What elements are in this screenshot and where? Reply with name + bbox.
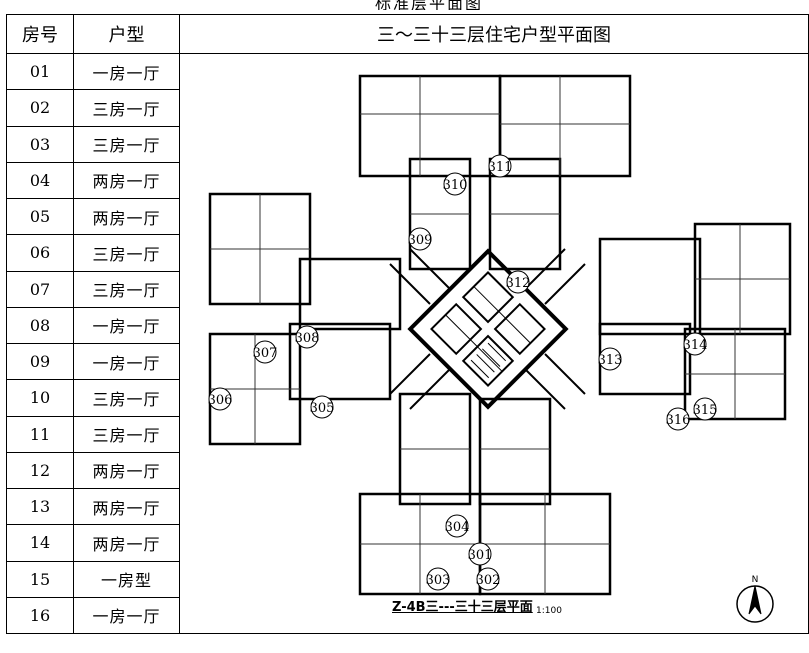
unit-type-cell: 三房一厅 [73, 125, 180, 163]
svg-text:310: 310 [443, 178, 468, 193]
floor-plan-svg: 301 302 303 304 305 306 307 308 309 310 … [208, 74, 792, 623]
svg-text:306: 306 [208, 393, 233, 408]
elevator-shaft [461, 271, 515, 324]
room-number-cell: 09 [6, 342, 74, 381]
room-number-cell: 07 [6, 270, 74, 308]
room-number-cell: 16 [6, 596, 74, 635]
room-number-cell: 05 [6, 197, 74, 236]
unit-type-cell: 一房一厅 [73, 306, 180, 345]
elevator-shaft [493, 302, 546, 356]
unit-type-cell: 一房一厅 [73, 596, 180, 635]
room-number-cell: 03 [6, 125, 74, 163]
room-number-cell: 01 [6, 52, 74, 91]
room-number-cell: 04 [6, 161, 74, 200]
room-number-cell: 11 [6, 415, 74, 453]
svg-text:316: 316 [666, 413, 691, 428]
unit-bubble: 302 [476, 567, 501, 591]
svg-text:302: 302 [476, 573, 501, 588]
unit-bubble: 314 [683, 332, 708, 356]
unit-bubble: 304 [445, 514, 470, 538]
svg-text:308: 308 [295, 331, 320, 346]
unit-type-cell: 两房一厅 [73, 524, 180, 562]
svg-text:301: 301 [468, 548, 493, 563]
unit-bubble: 312 [506, 270, 531, 294]
table-row: 01 一房一厅 [6, 52, 809, 634]
room-number-cell: 08 [6, 306, 74, 345]
svg-text:313: 313 [598, 353, 623, 368]
svg-text:304: 304 [445, 520, 470, 535]
unit-bubble: 315 [693, 397, 718, 421]
unit-bubble: 310 [443, 172, 468, 196]
unit-type-cell: 三房一厅 [73, 89, 180, 127]
unit-type-cell: 两房一厅 [73, 197, 180, 236]
unit-bubble: 307 [253, 340, 278, 364]
elevator-shaft [430, 302, 483, 356]
stair-core [461, 334, 515, 387]
header-room-number: 房号 [6, 14, 74, 54]
unit-type-cell: 一房一厅 [73, 52, 180, 91]
unit-bubble: 308 [295, 325, 320, 349]
unit-type-cell: 一房一厅 [73, 342, 180, 381]
svg-text:305: 305 [310, 401, 335, 416]
unit-bubble: 306 [208, 387, 233, 411]
plan-caption: Z-4B三---三十三层平面 [392, 600, 533, 615]
unit-bubble: 309 [408, 227, 433, 251]
unit-type-cell: 三房一厅 [73, 379, 180, 417]
plan-scale: 1:100 [536, 606, 562, 616]
svg-text:309: 309 [408, 233, 433, 248]
floor-plan-drawing: 301 302 303 304 305 306 307 308 309 310 … [180, 54, 807, 633]
room-number-cell: 15 [6, 560, 74, 598]
top-heading-fragment: 标准层平面图 [375, 0, 484, 10]
svg-text:312: 312 [506, 276, 531, 291]
svg-text:314: 314 [683, 338, 708, 353]
unit-type-cell: 三房一厅 [73, 415, 180, 453]
header-floor-plan: 三～三十三层住宅户型平面图 [179, 14, 809, 54]
unit-type-cell: 三房一厅 [73, 234, 180, 272]
room-number-cell: 06 [6, 234, 74, 272]
unit-bubble: 303 [426, 567, 451, 591]
table-header-row: 房号 户型 三～三十三层住宅户型平面图 [6, 14, 809, 54]
header-unit-type: 户型 [73, 14, 180, 54]
unit-type-cell: 两房一厅 [73, 451, 180, 490]
svg-text:307: 307 [253, 346, 278, 361]
unit-type-cell: 三房一厅 [73, 270, 180, 308]
room-number-cell: 13 [6, 487, 74, 526]
room-number-cell: 02 [6, 89, 74, 127]
unit-type-cell: 两房一厅 [73, 161, 180, 200]
svg-text:311: 311 [488, 160, 513, 175]
unit-type-table: 房号 户型 三～三十三层住宅户型平面图 01 一房一厅 [6, 14, 809, 635]
room-number-cell: 10 [6, 379, 74, 417]
floor-plan-cell: 301 302 303 304 305 306 307 308 309 310 … [179, 53, 809, 634]
svg-text:303: 303 [426, 573, 451, 588]
room-number-cell: 12 [6, 451, 74, 490]
unit-type-cell: 两房一厅 [73, 487, 180, 526]
unit-bubble: 305 [310, 395, 335, 419]
unit-bubble: 311 [488, 154, 513, 178]
core-outline [407, 248, 569, 410]
unit-type-cell: 一房型 [73, 560, 180, 598]
unit-bubble: 301 [468, 542, 493, 566]
svg-text:315: 315 [693, 403, 718, 418]
north-label: N [752, 575, 759, 585]
unit-bubble: 313 [598, 347, 623, 371]
room-number-cell: 14 [6, 524, 74, 562]
cut-off-top-heading: 标准层平面图 [0, 0, 809, 10]
unit-bubble: 316 [666, 407, 691, 431]
